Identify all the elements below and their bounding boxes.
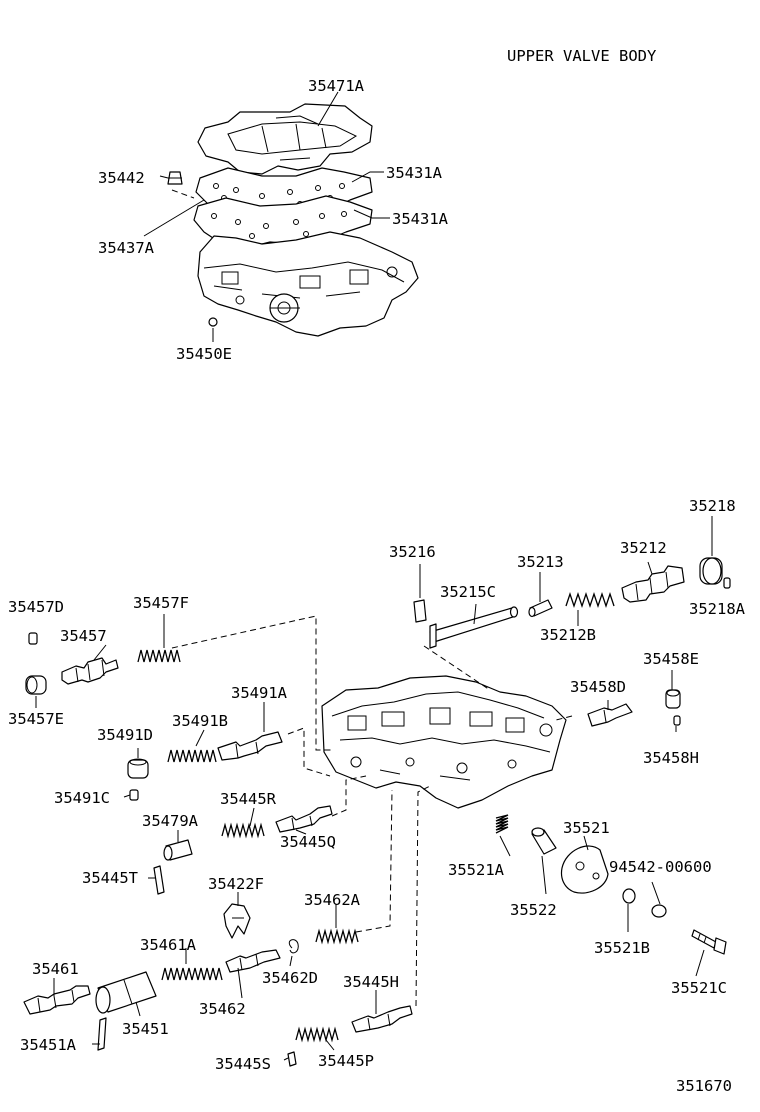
label-35216: 35216 — [389, 543, 436, 561]
label-35445T: 35445T — [82, 869, 138, 887]
label-35458D: 35458D — [570, 678, 626, 696]
label-35445S: 35445S — [215, 1055, 271, 1073]
label-35213: 35213 — [517, 553, 564, 571]
valve-35462 — [225, 949, 281, 973]
valve-35212 — [621, 565, 685, 603]
label-35442: 35442 — [98, 169, 145, 187]
figure-number: 351670 — [676, 1077, 732, 1095]
label-35491C: 35491C — [54, 789, 110, 807]
label-35445H: 35445H — [343, 973, 399, 991]
plug-35522 — [531, 827, 557, 855]
clip-35462D — [288, 939, 299, 954]
label-35457E: 35457E — [8, 710, 64, 728]
lower-valve-body — [321, 675, 567, 809]
label-35218A: 35218A — [689, 600, 746, 618]
label-35491B: 35491B — [172, 712, 228, 730]
label-35461: 35461 — [32, 960, 79, 978]
clip-35422F — [223, 903, 251, 939]
pin-35451A — [97, 1017, 107, 1051]
label-35522: 35522 — [510, 901, 557, 919]
clip-35218A — [723, 577, 731, 589]
rod-35215C — [429, 606, 519, 649]
spring-35212B — [565, 591, 615, 609]
washer-35521B — [622, 888, 636, 904]
label-35462: 35462 — [199, 1000, 246, 1018]
washer-94542 — [651, 904, 667, 918]
pin-35445S — [287, 1051, 297, 1067]
valve-35491A — [217, 731, 283, 761]
label-35445P: 35445P — [318, 1052, 374, 1070]
valve-35461 — [23, 985, 91, 1015]
label-35437A: 35437A — [98, 239, 155, 257]
label-35491A: 35491A — [231, 684, 288, 702]
spring-35521A — [495, 814, 509, 834]
label-35521C: 35521C — [671, 979, 727, 997]
sleeve-35213 — [528, 599, 553, 618]
spring-35462A — [315, 928, 359, 945]
label-35457D: 35457D — [8, 598, 64, 616]
label-35212B: 35212B — [540, 626, 596, 644]
label-35215C: 35215C — [440, 583, 496, 601]
label-35479A: 35479A — [142, 812, 199, 830]
plug-35458E — [665, 689, 681, 709]
spring-35445P — [295, 1026, 339, 1043]
label-35471A: 35471A — [308, 77, 365, 95]
valve-35458D — [587, 703, 633, 727]
label-35521B: 35521B — [594, 939, 650, 957]
label-35462A: 35462A — [304, 891, 361, 909]
valve-35445Q — [275, 805, 333, 833]
label-35451A: 35451A — [20, 1036, 77, 1054]
label-35422F: 35422F — [208, 875, 264, 893]
label-35451: 35451 — [122, 1020, 169, 1038]
label-35212: 35212 — [620, 539, 667, 557]
spring-35445R — [221, 822, 265, 839]
label-35521: 35521 — [563, 819, 610, 837]
label-35462D: 35462D — [262, 969, 318, 987]
sleeve-35451 — [95, 971, 157, 1014]
label-35457: 35457 — [60, 627, 107, 645]
label-35445R: 35445R — [220, 790, 277, 808]
plug-35491D — [127, 758, 149, 779]
spring-35461A — [161, 967, 223, 981]
top-assembly — [167, 103, 419, 337]
bolt-35521C — [691, 929, 727, 955]
diagram-title: UPPER VALVE BODY — [507, 47, 657, 65]
clip-35216 — [413, 599, 427, 623]
valve-body-cover — [197, 103, 373, 175]
label-94542-00600: 94542-00600 — [609, 858, 712, 876]
label-35445Q: 35445Q — [280, 833, 336, 851]
plug-35457E — [25, 675, 47, 695]
label-35458H: 35458H — [643, 749, 699, 767]
label-35218: 35218 — [689, 497, 736, 515]
plug-35218 — [699, 557, 723, 585]
label-35431A-lower: 35431A — [392, 210, 449, 228]
plate-35521 — [560, 845, 609, 894]
spring-35491B — [167, 749, 217, 763]
label-35461A: 35461A — [140, 936, 197, 954]
clip-35458H — [673, 715, 681, 726]
check-ball — [208, 317, 218, 327]
label-35457F: 35457F — [133, 594, 189, 612]
valve-35445H — [351, 1005, 413, 1033]
label-35491D: 35491D — [97, 726, 153, 744]
clip-35491C — [129, 789, 139, 801]
label-35521A: 35521A — [448, 861, 505, 879]
label-35431A-upper: 35431A — [386, 164, 443, 182]
spring-35457F — [137, 649, 181, 663]
pin-35445T — [153, 865, 165, 895]
label-35458E: 35458E — [643, 650, 699, 668]
label-35450E: 35450E — [176, 345, 232, 363]
clip-35457D — [28, 632, 38, 645]
valve-35457 — [61, 657, 119, 685]
plug-35479A — [163, 839, 193, 861]
upper-valve-body — [197, 231, 419, 337]
